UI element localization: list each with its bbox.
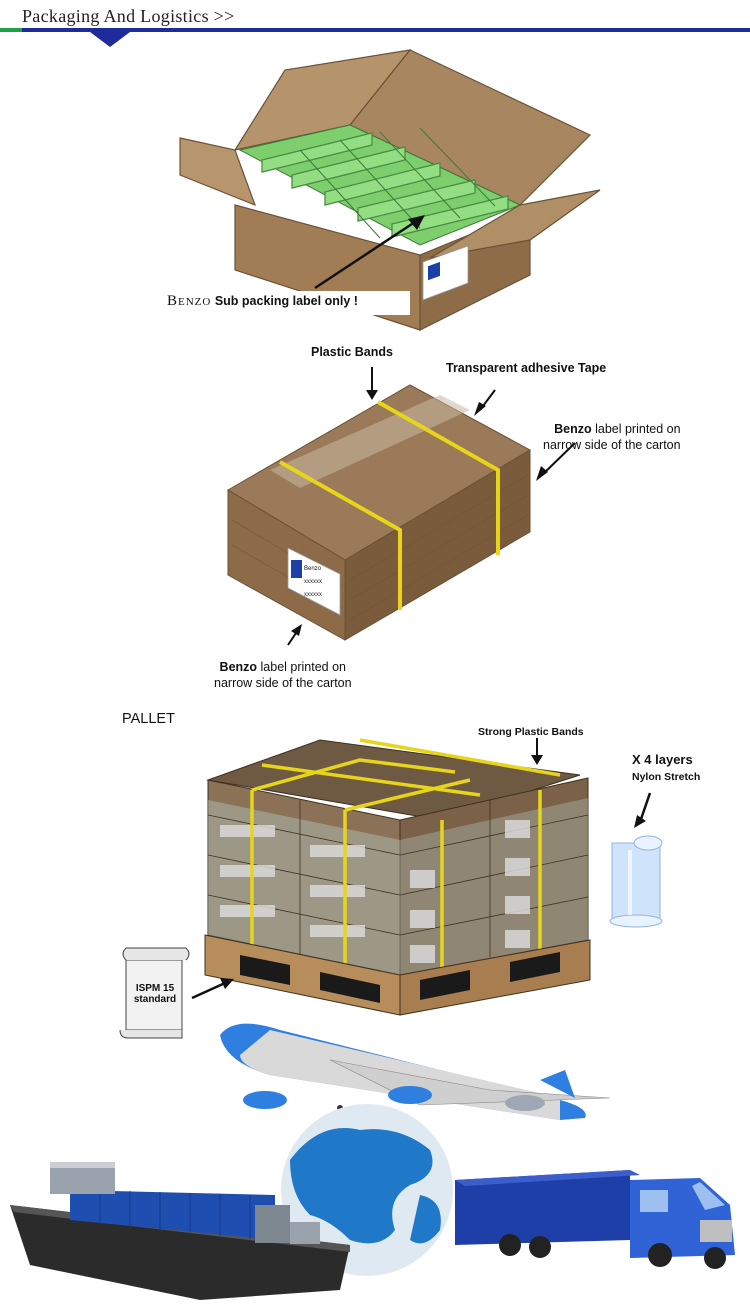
pallet-title: PALLET xyxy=(122,711,175,727)
sub-packing-label-box xyxy=(165,291,410,315)
brand-name: Benzo xyxy=(219,660,258,674)
truck-icon xyxy=(455,1170,735,1269)
brand-name: Benzo xyxy=(167,293,212,309)
strong-bands-label: Strong Plastic Bands xyxy=(478,726,584,738)
right-label-line2: narrow side of the carton xyxy=(543,438,681,452)
sub-packing-label: Benzo Sub packing label only ! xyxy=(167,293,358,309)
svg-text:xxxxxx: xxxxxx xyxy=(304,579,322,585)
brand-name: Benzo xyxy=(554,422,592,436)
svg-text:Benzo: Benzo xyxy=(304,566,322,572)
globe-icon xyxy=(281,1104,453,1276)
tape-label: Transparent adhesive Tape xyxy=(446,361,607,375)
ispm-standard-label: ISPM 15 standard xyxy=(128,983,182,1005)
header-notch-icon xyxy=(90,32,130,47)
open-carton-illustration xyxy=(179,49,601,331)
header-accent xyxy=(0,28,22,32)
plastic-bands-label: Plastic Bands xyxy=(311,345,393,359)
scroll-icon xyxy=(119,947,190,1039)
closed-carton-illustration: Benzo xxxxxx xxxxxx xyxy=(227,367,576,646)
nylon-roll-icon xyxy=(609,835,663,928)
ispm-line1: ISPM 15 xyxy=(135,983,175,994)
sub-packing-text: Sub packing label only ! xyxy=(214,294,358,308)
bottom-label-line1: label printed on xyxy=(260,660,347,674)
airplane-icon xyxy=(220,1023,611,1120)
cargo-ship-icon xyxy=(10,1162,350,1300)
bottom-label-line2: narrow side of the carton xyxy=(214,676,352,690)
header-divider xyxy=(0,28,750,32)
nylon-stretch-label: Nylon Stretch xyxy=(632,771,701,783)
svg-text:xxxxxx: xxxxxx xyxy=(304,592,322,598)
ispm-line2: standard xyxy=(133,994,177,1005)
layers-label: X 4 layers xyxy=(632,752,693,767)
page-title: Packaging And Logistics >> xyxy=(22,6,235,26)
bottom-carton-label: Benzo label printed on narrow side of th… xyxy=(214,659,352,691)
right-label-line1: label printed on xyxy=(595,422,681,436)
right-carton-label: Benzo label printed on narrow side of th… xyxy=(543,421,681,453)
